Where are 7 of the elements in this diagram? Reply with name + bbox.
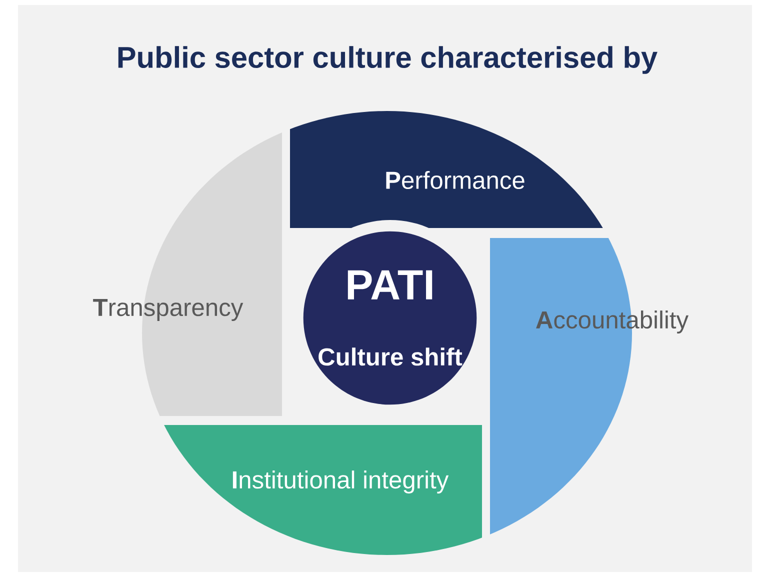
node-label: PATI [348,270,432,300]
node-label: Culture shift [318,348,462,366]
pie-segment: Institutional integrity [164,425,482,555]
node-label: T [93,298,108,316]
pie-segment: Performance [290,111,603,228]
title: Public sector culture characterised by [118,46,658,74]
pie-segment: Transparency [93,132,282,416]
